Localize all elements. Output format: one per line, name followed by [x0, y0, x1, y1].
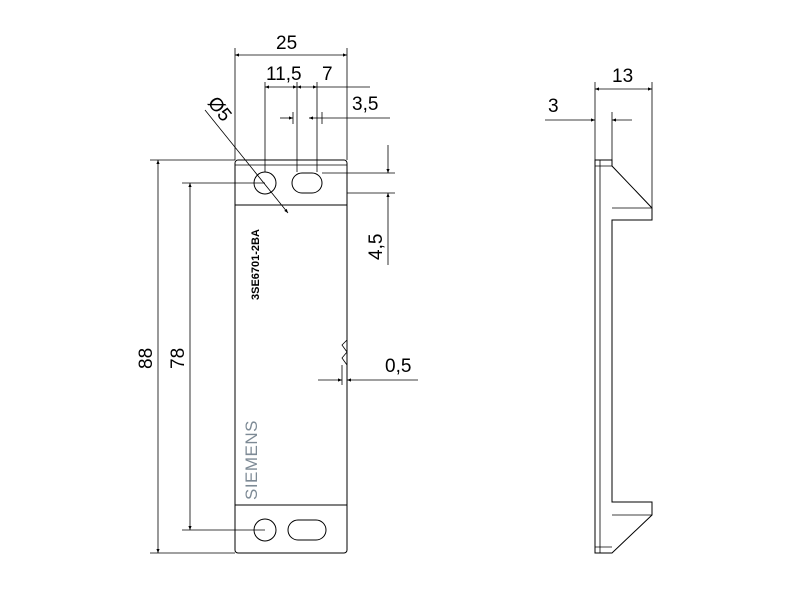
dim-hole-spacing: 11,5 — [266, 64, 302, 85]
dim-slot-width: 3,5 — [352, 94, 378, 115]
front-view-dimensions: 25 11,5 7 3,5 Ø5 4,5 88 78 — [136, 33, 418, 554]
dim-hole-offset: 4,5 — [366, 234, 387, 260]
dim-hole-pitch: 78 — [168, 348, 189, 369]
bottom-slot-hole — [287, 519, 327, 541]
dim-wall: 3 — [548, 96, 559, 117]
dim-depth: 13 — [612, 66, 633, 87]
part-number-label: 3SE6701-2BA — [250, 229, 262, 300]
dim-hole-diameter: Ø5 — [203, 93, 235, 126]
side-view — [594, 159, 653, 554]
front-view: 3SE6701-2BA SIEMENS — [234, 159, 348, 554]
dim-recess: 0,5 — [385, 356, 411, 377]
dim-slot-length: 7 — [322, 64, 333, 85]
dim-overall-width: 25 — [276, 33, 297, 54]
brand-logo-text: SIEMENS — [242, 420, 261, 500]
top-slot-hole — [291, 172, 323, 194]
dim-overall-height: 88 — [136, 348, 157, 369]
side-view-dimensions: 13 3 — [545, 66, 653, 208]
label-panel — [234, 204, 348, 506]
side-profile-outline — [594, 159, 653, 554]
recess-notch — [341, 339, 348, 366]
